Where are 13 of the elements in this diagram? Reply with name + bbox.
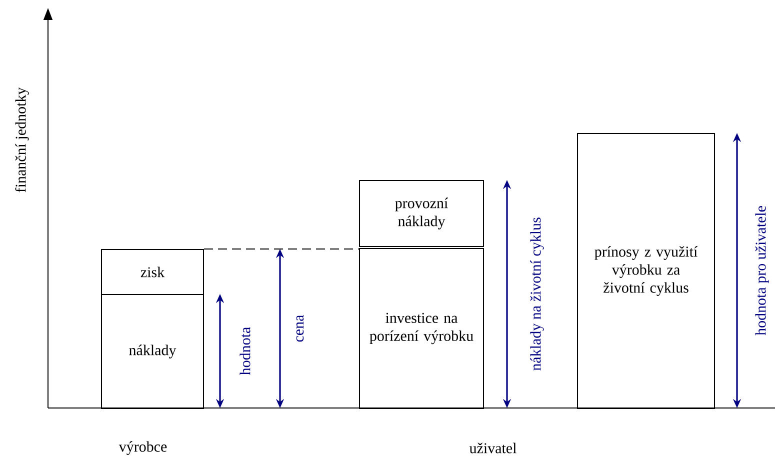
- dimension-label: hodnota pro uživatele: [755, 206, 769, 336]
- cost-box: provozní náklady: [359, 180, 484, 247]
- group-label: uživatel: [469, 442, 516, 454]
- dimension-label: náklady na životní cyklus: [530, 218, 544, 371]
- level-line: [204, 248, 360, 250]
- cost-box: investice na porízení výrobku: [359, 248, 484, 409]
- dimension-label: hodnota: [240, 327, 250, 376]
- cost-box: zisk: [101, 249, 204, 295]
- group-label: výrobce: [118, 441, 167, 455]
- cost-box: prínosy z využití výrobku za životní cyklus: [577, 133, 715, 409]
- dimension-label: cena: [296, 314, 304, 342]
- cost-box: náklady: [101, 294, 204, 409]
- axis-label: finanční jednotky: [15, 87, 29, 192]
